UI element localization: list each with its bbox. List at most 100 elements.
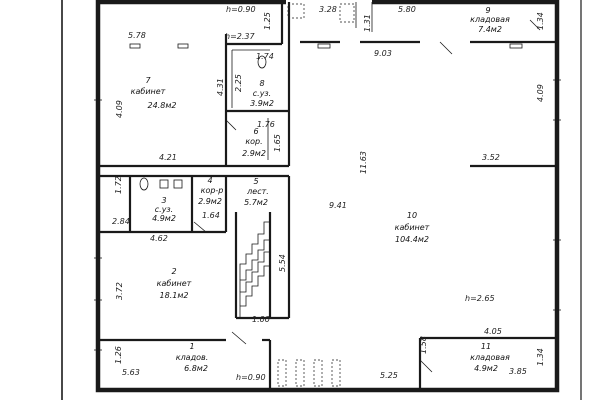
room-labels: 7 кабинет 24.8м2 8 с.уз. 3.9м2 6 кор. 2.… — [131, 6, 510, 373]
dim-4-21: 4.21 — [159, 153, 177, 162]
dim-1-25: 1.25 — [263, 12, 272, 30]
room-1-name: кладов. — [176, 353, 209, 362]
room-10-name: кабинет — [395, 223, 430, 232]
svg-text:6.8м2: 6.8м2 — [184, 364, 208, 373]
svg-text:кладовая: кладовая — [470, 15, 510, 24]
dim-1-34-bottom: 1.34 — [536, 348, 545, 366]
dim-2-25: 2.25 — [234, 74, 243, 92]
room-3-area: 4.9м2 — [152, 214, 176, 223]
dim-1-58: 1.58 — [419, 336, 428, 354]
svg-text:3.9м2: 3.9м2 — [250, 99, 274, 108]
dim-9-41: 9.41 — [329, 201, 347, 210]
room-9-area: 7.4м2 — [478, 25, 502, 34]
room-2-area: 18.1м2 — [160, 291, 189, 300]
dim-3-72: 3.72 — [115, 282, 124, 300]
svg-text:кладовая: кладовая — [470, 353, 510, 362]
room-5-name: лест. — [246, 187, 269, 196]
room-8-name: с.уз. — [253, 89, 271, 98]
svg-text:2.9м2: 2.9м2 — [198, 197, 222, 206]
room-6-area: 2.9м2 — [242, 149, 266, 158]
svg-text:4.9м2: 4.9м2 — [474, 364, 498, 373]
svg-text:3: 3 — [161, 196, 166, 205]
room-4-area: 2.9м2 — [198, 197, 222, 206]
room-7-area: 24.8м2 — [148, 101, 177, 110]
room-7-number: 7 — [145, 76, 151, 85]
svg-text:7: 7 — [145, 76, 151, 85]
dim-4-09-left: 4.09 — [115, 100, 124, 118]
svg-text:кладов.: кладов. — [176, 353, 209, 362]
svg-text:2.9м2: 2.9м2 — [242, 149, 266, 158]
room-5-number: 5 — [253, 177, 258, 186]
dim-1-34-top: 1.34 — [536, 12, 545, 30]
height-label-bottom: h=0.90 — [236, 373, 266, 382]
room-10-number: 10 — [407, 211, 417, 220]
room-5-area: 5.7м2 — [244, 198, 268, 207]
room-4-number: 4 — [207, 176, 212, 185]
staircase-treads — [239, 221, 270, 318]
room-11-area: 4.9м2 — [474, 364, 498, 373]
window-marks — [94, 79, 561, 351]
svg-text:24.8м2: 24.8м2 — [148, 101, 177, 110]
room-8-number: 8 — [259, 79, 264, 88]
svg-text:лест.: лест. — [246, 187, 269, 196]
doors — [193, 3, 541, 387]
room-6-number: 6 — [253, 127, 258, 136]
svg-text:104.4м2: 104.4м2 — [395, 235, 429, 244]
height-label-mid: h=2.37 — [225, 32, 255, 41]
svg-text:с.уз.: с.уз. — [155, 205, 173, 214]
svg-text:кабинет: кабинет — [131, 87, 166, 96]
svg-text:5: 5 — [253, 177, 258, 186]
svg-text:4: 4 — [207, 176, 212, 185]
room-8-area: 3.9м2 — [250, 99, 274, 108]
svg-text:кабинет: кабинет — [395, 223, 430, 232]
interior-walls — [100, 2, 557, 390]
svg-text:кор.: кор. — [245, 137, 262, 146]
dim-2-84: 2.84 — [112, 217, 130, 226]
dim-4-09-right: 4.09 — [536, 84, 545, 102]
dim-5-54: 5.54 — [278, 254, 287, 272]
dim-1-26: 1.26 — [114, 346, 123, 364]
room-3-name: с.уз. — [155, 205, 173, 214]
svg-text:8: 8 — [259, 79, 264, 88]
room-9-name: кладовая — [470, 15, 510, 24]
svg-text:с.уз.: с.уз. — [253, 89, 271, 98]
dim-3-28: 3.28 — [319, 5, 337, 14]
svg-text:6: 6 — [253, 127, 258, 136]
svg-text:2: 2 — [171, 267, 176, 276]
room-11-name: кладовая — [470, 353, 510, 362]
svg-text:11: 11 — [481, 342, 491, 351]
dim-4-62: 4.62 — [150, 234, 168, 243]
room-6-name: кор. — [245, 137, 262, 146]
room-3-number: 3 — [161, 196, 166, 205]
dim-3-85: 3.85 — [509, 367, 527, 376]
dimension-labels: h=0.90 h=2.37 h=2.65 h=0.90 5.78 3.28 5.… — [112, 5, 545, 382]
room-4-name: кор-р — [201, 186, 224, 195]
dim-1-31: 1.31 — [363, 14, 372, 32]
svg-text:кабинет: кабинет — [157, 279, 192, 288]
svg-text:7.4м2: 7.4м2 — [478, 25, 502, 34]
room-10-area: 104.4м2 — [395, 235, 429, 244]
dim-9-03: 9.03 — [374, 49, 392, 58]
svg-text:18.1м2: 18.1м2 — [160, 291, 189, 300]
room-1-number: 1 — [189, 342, 194, 351]
room-2-number: 2 — [171, 267, 176, 276]
dim-4-31: 4.31 — [216, 78, 225, 96]
dim-1-64: 1.64 — [202, 211, 220, 220]
dim-1-74: 1.74 — [256, 52, 274, 61]
dim-5-63: 5.63 — [122, 368, 140, 377]
svg-text:9: 9 — [485, 6, 490, 15]
dim-3-52: 3.52 — [482, 153, 500, 162]
svg-text:5.7м2: 5.7м2 — [244, 198, 268, 207]
fixtures — [129, 43, 523, 191]
dim-4-05: 4.05 — [484, 327, 502, 336]
dim-5-80: 5.80 — [398, 5, 416, 14]
height-label-office: h=2.65 — [465, 294, 495, 303]
svg-text:1: 1 — [189, 342, 194, 351]
svg-text:кор-р: кор-р — [201, 186, 224, 195]
dim-1-65: 1.65 — [273, 134, 282, 152]
height-label-top: h=0.90 — [226, 5, 256, 14]
dim-5-78: 5.78 — [128, 31, 146, 40]
dim-5-25: 5.25 — [380, 371, 398, 380]
svg-text:10: 10 — [407, 211, 417, 220]
